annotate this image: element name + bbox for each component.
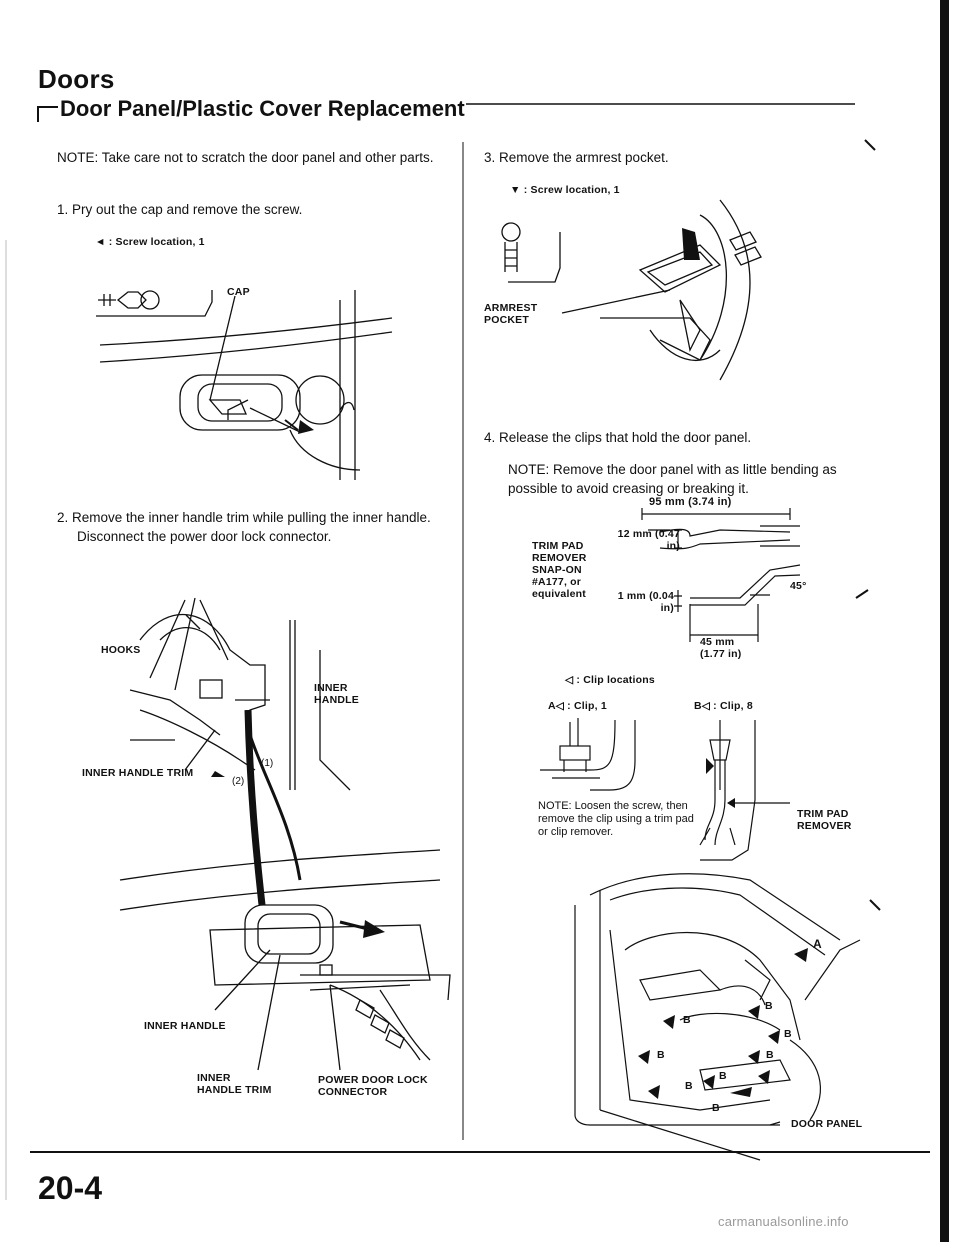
page-number: 20-4 (38, 1170, 103, 1206)
screw-legend-right-text: : Screw location, 1 (523, 184, 620, 196)
callout-circle-1: (1) (261, 758, 274, 769)
screw-legend: ◄ : Screw location, 1 (95, 236, 205, 248)
clip-legend: ◁ : Clip locations (565, 674, 655, 686)
callout-circle-2: (2) (232, 776, 245, 787)
note-4: NOTE: Remove the door panel with as litt… (508, 462, 837, 496)
inner-handle-trim-label-2: INNER HANDLE TRIM (197, 1072, 272, 1096)
clip-legend-text: : Clip locations (576, 674, 655, 686)
step-2: 2. Remove the inner handle trim while pu… (57, 508, 447, 546)
clip-b-legend: B◁ : Clip, 8 (694, 700, 753, 712)
step-1: 1. Pry out the cap and remove the screw. (57, 202, 303, 217)
marker-a: A (813, 937, 822, 951)
trim-pad-remover-label: TRIM PAD REMOVER (797, 808, 852, 832)
marker-b-2: B (683, 1014, 691, 1026)
callout-circle-1-text: 1 (264, 758, 270, 769)
marker-b-5: B (766, 1049, 774, 1061)
marker-b-4: B (657, 1049, 665, 1061)
section-title: Door Panel/Plastic Cover Replacement (60, 96, 465, 121)
armrest-pocket-label: ARMREST POCKET (484, 302, 538, 326)
dim-1mm: 1 mm (0.04 in) (617, 590, 674, 614)
marker-b-3: B (784, 1028, 792, 1040)
step-2-line1: 2. Remove the inner handle trim while pu… (57, 510, 431, 525)
note-text: NOTE: Take care not to scratch the door … (57, 150, 434, 165)
marker-b-6: B (719, 1070, 727, 1082)
page-title: Doors (38, 64, 115, 94)
dim-95mm: 95 mm (3.74 in) (649, 496, 732, 508)
dim-45mm: 45 mm (1.77 in) (700, 636, 742, 660)
cap-label: CAP (227, 286, 250, 298)
step-4: 4. Release the clips that hold the door … (484, 430, 752, 445)
marker-b-8: B (712, 1102, 720, 1114)
angle-45: 45° (790, 580, 807, 592)
inner-handle-label-2: INNER HANDLE (144, 1020, 226, 1032)
power-door-lock-label: POWER DOOR LOCK CONNECTOR (318, 1074, 428, 1098)
clip-a-legend: A◁ : Clip, 1 (548, 700, 607, 712)
door-panel-label: DOOR PANEL (791, 1118, 863, 1130)
tool-name: TRIM PAD REMOVER SNAP-ON #A177, or equiv… (532, 540, 587, 600)
step-2-line2: Disconnect the power door lock connector… (77, 529, 332, 544)
hooks-label: HOOKS (101, 644, 141, 656)
callout-circle-2-text: 2 (235, 776, 241, 787)
watermark: carmanualsonline.info (718, 1214, 849, 1229)
inner-handle-trim-label-1: INNER HANDLE TRIM (82, 767, 194, 779)
marker-b-7: B (685, 1080, 693, 1092)
inner-handle-label-1: INNER HANDLE (314, 682, 359, 706)
step-3: 3. Remove the armrest pocket. (484, 150, 669, 165)
screw-legend-right: ▼ : Screw location, 1 (510, 184, 620, 196)
dim-12mm: 12 mm (0.47 in) (617, 528, 680, 552)
marker-b-1: B (765, 1000, 773, 1012)
clip-note: NOTE: Loosen the screw, then remove the … (538, 800, 694, 838)
screw-legend-text: : Screw location, 1 (108, 236, 205, 248)
